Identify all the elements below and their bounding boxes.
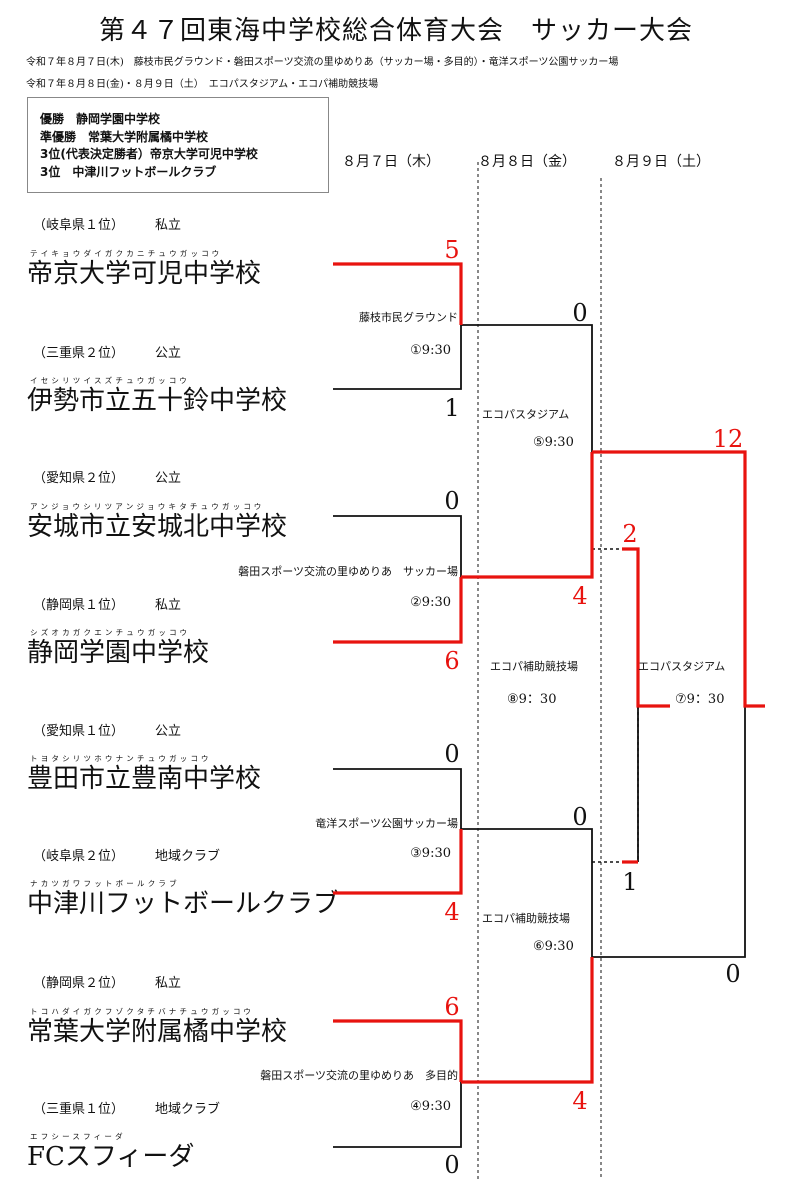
- team-name-1: 帝京大学可児中学校: [27, 259, 262, 289]
- team-name-7: 常葉大学附属橘中学校: [27, 1017, 288, 1047]
- venue-m7: エコパスタジアム: [638, 660, 726, 673]
- score-m8-bottom: 1: [622, 868, 638, 896]
- venue-m8: エコパ補助競技場: [490, 660, 578, 673]
- time-m2: ②9:30: [410, 595, 451, 610]
- loser-line-m6: [461, 828, 593, 957]
- score-m6-top: 0: [572, 803, 588, 831]
- score-m4-team7: 6: [444, 993, 460, 1021]
- team-info-4: （静岡県１位）私立: [33, 598, 182, 613]
- team-ruby-8: エフシースフィーダ: [30, 1132, 126, 1141]
- third-place-connectors: [592, 548, 639, 863]
- time-m8: ⑧9：30: [507, 692, 557, 707]
- venue-m5: エコパスタジアム: [482, 408, 570, 421]
- day-label-1: ８月７日（木）: [342, 154, 440, 170]
- third-place-bottom-path: [622, 706, 639, 863]
- team-info-6: （岐阜県２位）地域クラブ: [33, 849, 221, 864]
- score-m8-top: 2: [622, 520, 638, 548]
- winner-line-m7: [592, 450, 765, 708]
- team-ruby-2: イセシリツイスズチュウガッコウ: [30, 376, 190, 385]
- team-name-2: 伊勢市立五十鈴中学校: [27, 386, 288, 416]
- winner-line-m6: [461, 957, 594, 1084]
- team-info-3: （愛知県２位）公立: [33, 471, 182, 486]
- score-m6-bottom: 4: [572, 1087, 588, 1115]
- loser-line-m5: [461, 324, 593, 452]
- summary-third: 3位 中津川フットボールクラブ: [40, 164, 217, 179]
- team-name-5: 豊田市立豊南中学校: [27, 764, 262, 794]
- score-m5-top: 0: [572, 299, 588, 327]
- results-summary-box: 優勝 静岡学園中学校 準優勝 常葉大学附属橘中学校 3位(代表決定勝者）帝京大学…: [27, 97, 329, 193]
- day-label-2: ８月８日（金）: [478, 154, 576, 170]
- winner-line-m8: [622, 547, 670, 708]
- summary-runner-up: 準優勝 常葉大学附属橘中学校: [40, 129, 209, 144]
- winner-line-m5: [461, 452, 594, 579]
- score-m1-team2: 1: [444, 394, 460, 422]
- score-final-bottom: 0: [725, 960, 741, 988]
- team-ruby-4: シズオカガクエンチュウガッコウ: [30, 628, 191, 637]
- page-title: 第４７回東海中学校総合体育大会 サッカー大会: [98, 16, 693, 46]
- loser-line-m3: [333, 768, 462, 829]
- time-m4: ④9:30: [410, 1099, 451, 1114]
- score-m2-team4: 6: [444, 647, 460, 675]
- score-final-top: 12: [712, 425, 744, 453]
- score-m3-team5: 0: [444, 740, 460, 768]
- winner-lines: [333, 262, 765, 1084]
- time-m7: ⑦9：30: [675, 692, 725, 707]
- summary-champion: 優勝 静岡学園中学校: [40, 112, 161, 126]
- team-name-6: 中津川フットボールクラブ: [27, 889, 340, 919]
- loser-line-m4: [333, 1082, 462, 1148]
- venue-m2: 磐田スポーツ交流の里ゆめりあ サッカー場: [238, 565, 458, 578]
- team-ruby-6: ナカツガワフットボールクラブ: [30, 879, 180, 888]
- team-info-7: （静岡県２位）私立: [33, 976, 182, 991]
- loser-line-m7: [592, 706, 746, 958]
- team-info-1: （岐阜県１位）私立: [33, 218, 182, 233]
- time-m1: ①9:30: [410, 343, 451, 358]
- winner-line-m4: [333, 1019, 463, 1082]
- score-m1-team1: 5: [444, 236, 460, 264]
- team-ruby-5: トヨタシリツホウナンチュウガッコウ: [30, 754, 212, 763]
- summary-third-qualifier: 3位(代表決定勝者）帝京大学可児中学校: [40, 147, 258, 161]
- team-ruby-1: テイキョウダイガクカニチュウガッコウ: [30, 249, 223, 258]
- loser-lines: [333, 324, 746, 1148]
- team-info-5: （愛知県１位）公立: [33, 724, 182, 739]
- team-name-4: 静岡学園中学校: [27, 638, 210, 668]
- venue-m3: 竜洋スポーツ公園サッカー場: [315, 817, 458, 830]
- team-ruby-3: アンジョウシリツアンジョウキタチュウガッコウ: [30, 502, 265, 511]
- date-line-2: 令和７年８月８日(金)・８月９日（土） エコパスタジアム・エコパ補助競技場: [26, 79, 379, 90]
- team-name-3: 安城市立安城北中学校: [27, 512, 288, 542]
- date-line-1: 令和７年８月７日(木) 藤枝市民グラウンド・磐田スポーツ交流の里ゆめりあ（サッカ…: [26, 57, 619, 68]
- score-m3-team6: 4: [444, 898, 460, 926]
- time-m6: ⑥9:30: [533, 939, 574, 954]
- team-name-8: FCスフィーダ: [27, 1142, 195, 1172]
- team-ruby-7: トコハダイガクフゾクタチバナチュウガッコウ: [30, 1007, 255, 1016]
- winner-line-m2: [333, 577, 463, 644]
- day-dividers: [477, 162, 602, 1180]
- time-m5: ⑤9:30: [533, 435, 574, 450]
- loser-line-m1: [333, 325, 462, 390]
- venue-m4: 磐田スポーツ交流の里ゆめりあ 多目的: [260, 1069, 458, 1082]
- time-m3: ③9:30: [410, 846, 451, 861]
- venue-m1: 藤枝市民グラウンド: [359, 311, 458, 324]
- winner-line-m1: [333, 262, 463, 325]
- team-info-2: （三重県２位）公立: [33, 346, 182, 361]
- team-info-8: （三重県１位）地域クラブ: [33, 1102, 221, 1117]
- score-m4-team8: 0: [444, 1151, 460, 1179]
- score-m2-team3: 0: [444, 487, 460, 515]
- score-m5-bottom: 4: [572, 582, 588, 610]
- loser-line-m2: [333, 515, 462, 577]
- day-label-3: ８月９日（土）: [612, 154, 710, 170]
- winner-line-m3: [333, 829, 463, 895]
- venue-m6: エコパ補助競技場: [482, 912, 570, 925]
